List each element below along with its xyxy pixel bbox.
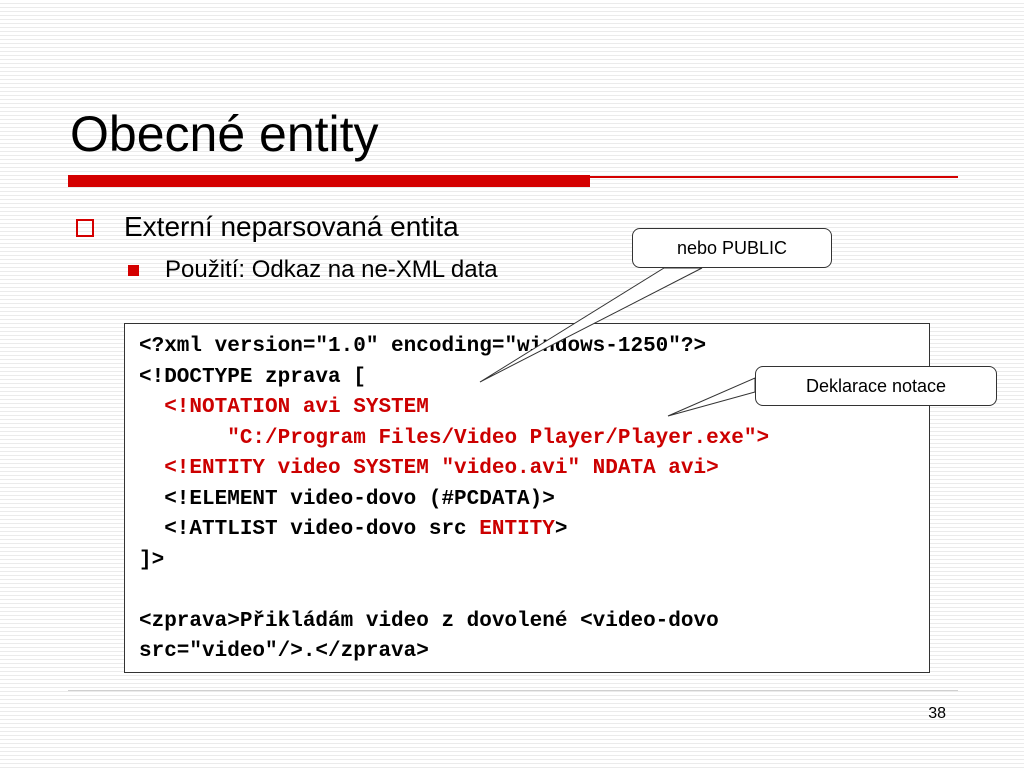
footer-divider [68,690,958,691]
code-line-notation-path: "C:/Program Files/Video Player/Player.ex… [139,426,770,450]
code-line-notation: <!NOTATION avi SYSTEM [139,396,429,419]
code-line-doctype: <!DOCTYPE zprava [ [139,365,366,389]
bullet-level1-text: Externí neparsovaná entita [124,211,459,242]
callout-deklarace-notace: Deklarace notace [755,366,997,406]
code-line-entity: <!ENTITY video SYSTEM "video.avi" NDATA … [139,457,719,480]
code-line-xml-declaration: <?xml version="1.0" encoding="windows-12… [139,335,707,358]
hollow-square-bullet-icon [76,219,94,237]
solid-square-bullet-icon [128,265,139,276]
code-line-body-2: src="video"/>.</zprava> [139,640,429,663]
code-line-doctype-end: ]> [139,548,165,572]
code-line-element: <!ELEMENT video-dovo (#PCDATA)> [139,487,555,511]
title-underline-line [590,176,958,178]
code-line-attlist: <!ATTLIST video-dovo src ENTITY> [139,515,929,546]
page-number: 38 [928,705,946,722]
title-underline-bar [68,175,590,187]
slide-title: Obecné entity [70,106,379,162]
code-attlist-start: <!ATTLIST video-dovo src [139,518,480,541]
bullet-level2-text: Použití: Odkaz na ne-XML data [165,256,498,283]
code-attlist-entity-keyword: ENTITY [479,518,555,541]
code-line-blank [139,576,929,607]
callout-nebo-public: nebo PUBLIC [632,228,832,268]
bullet-level1: Externí neparsovaná entita [76,210,459,244]
code-line-body-1: <zprava>Přikládám video z dovolené <vide… [139,609,719,633]
bullet-level2: Použití: Odkaz na ne-XML data [128,255,498,285]
code-attlist-end: > [554,518,568,541]
